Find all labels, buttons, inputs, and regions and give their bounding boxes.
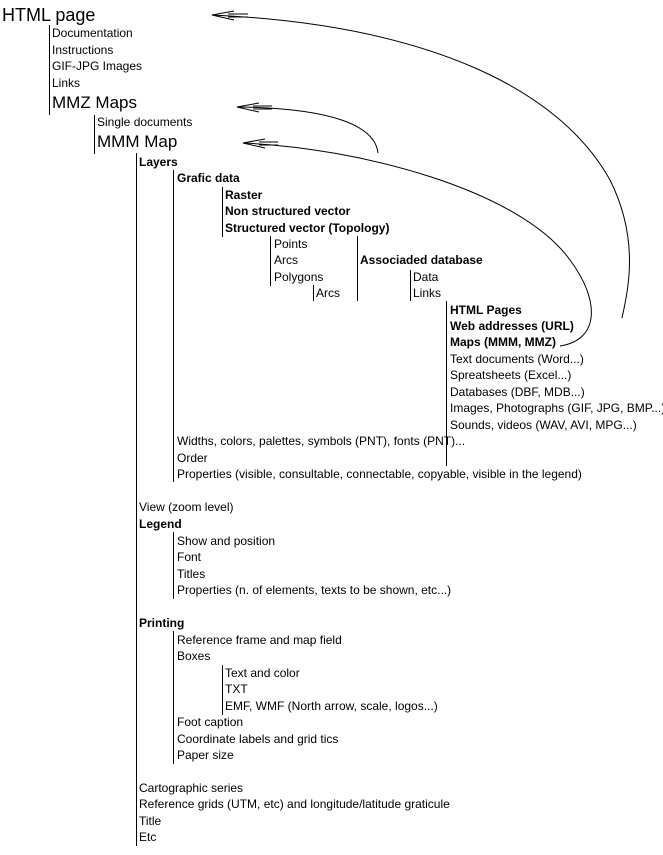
node: Reference grids (UTM, etc) and longitude… — [139, 797, 450, 811]
node: Widths, colors, palettes, symbols (PNT),… — [177, 434, 466, 448]
node: Text documents (Word...) — [450, 352, 584, 366]
node-associated-database: Associaded database — [360, 253, 483, 267]
node-printing: Printing — [139, 616, 185, 630]
node: HTML Pages — [450, 303, 522, 317]
tree-line — [222, 665, 223, 715]
tree-line — [173, 532, 174, 599]
node: Properties (n. of elements, texts to be … — [177, 583, 452, 597]
node: TXT — [225, 682, 248, 696]
node: Font — [177, 550, 202, 564]
node: Cartographic series — [139, 781, 244, 795]
node: Sounds, videos (WAV, AVI, MPG...) — [450, 418, 637, 432]
node: Documentation — [52, 26, 133, 40]
node: Properties (visible, consultable, connec… — [177, 467, 582, 481]
node: Raster — [225, 188, 263, 202]
node-mmz-maps: MMZ Maps — [52, 93, 137, 112]
arrow-to-html-page — [211, 14, 630, 319]
node: Boxes — [177, 649, 211, 663]
arrow-to-mmz-maps — [236, 106, 379, 154]
node: Maps (MMM, MMZ) — [450, 335, 556, 349]
node: Arcs — [274, 253, 298, 267]
node-html-page: HTML page — [2, 5, 96, 25]
node: Spreatsheets (Excel...) — [450, 368, 572, 382]
node: Non structured vector — [225, 204, 351, 218]
node-legend: Legend — [139, 517, 182, 531]
arrowhead-mmz — [236, 102, 272, 113]
node: View (zoom level) — [139, 500, 234, 514]
node: Single documents — [97, 115, 193, 129]
node: Show and position — [177, 534, 276, 548]
arrowhead-mmm — [242, 138, 278, 149]
node: Coordinate labels and grid tics — [177, 732, 339, 746]
node: Foot caption — [177, 715, 244, 729]
node: Order — [177, 451, 208, 465]
node: Links — [413, 286, 442, 300]
tree-line — [313, 285, 314, 301]
node: Databases (DBF, MDB...) — [450, 385, 585, 399]
node-layers: Layers — [139, 155, 178, 169]
tree-line — [410, 270, 411, 301]
node: Web addresses (URL) — [450, 319, 574, 333]
node: GIF-JPG Images — [52, 59, 143, 73]
node: Arcs — [316, 286, 340, 300]
tree-line — [173, 170, 174, 482]
node: Text and color — [225, 666, 300, 680]
node-grafic-data: Grafic data — [177, 171, 240, 185]
tree-line — [49, 25, 50, 115]
node-mmm-map: MMM Map — [97, 132, 178, 151]
tree-line — [136, 153, 137, 846]
node: Reference frame and map field — [177, 633, 342, 647]
node: EMF, WMF (North arrow, scale, logos...) — [225, 699, 438, 713]
node: Etc — [139, 830, 157, 844]
node: Paper size — [177, 748, 234, 762]
tree-line — [270, 236, 271, 286]
node: Polygons — [274, 270, 324, 284]
arrow-to-mmm-map — [242, 142, 592, 347]
tree-line — [173, 631, 174, 764]
tree-line — [94, 115, 95, 154]
node: Structured vector (Topology) — [225, 221, 390, 235]
node: Points — [274, 237, 308, 251]
tree-line — [222, 187, 223, 237]
node: Instructions — [52, 43, 114, 57]
node: Links — [52, 76, 81, 90]
tree-line — [446, 301, 447, 466]
tree-line — [357, 236, 358, 301]
node: Title — [139, 814, 162, 828]
node: Images, Photographs (GIF, JPG, BMP...) — [450, 401, 663, 415]
node: Data — [413, 270, 439, 284]
arrowhead-html — [211, 10, 248, 21]
node: Titles — [177, 567, 206, 581]
